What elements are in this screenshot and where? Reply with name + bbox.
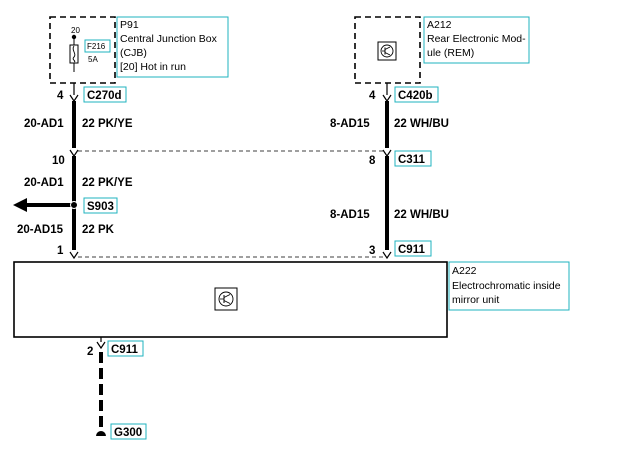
left-upper-spec: 22 PK/YE (82, 118, 133, 130)
a212-rear-electronic-module[interactable]: A212 Rear Electronic Mod- ule (REM) (354, 16, 530, 84)
a222-name-line2: mirror unit (452, 294, 499, 306)
splice-s903 (13, 198, 78, 212)
right-upper-spec: 22 WH/BU (394, 118, 449, 130)
right-wire (382, 83, 392, 260)
left-lower-circuit: 20-AD15 (17, 224, 64, 236)
p91-label-box (116, 16, 229, 78)
a222-label-box: A222 Electrochromatic inside mirror unit (448, 261, 570, 311)
c270d-connector-label: C270d (83, 86, 127, 103)
c311-left-pin: 10 (52, 155, 65, 167)
ground-wire (96, 337, 106, 428)
c270d-pin: 4 (57, 90, 64, 102)
a222-name-line1: Electrochromatic inside (452, 280, 561, 292)
transistor-icon (377, 41, 397, 61)
svg-text:C311: C311 (398, 154, 425, 166)
p91-name-line1: Central Junction Box (120, 33, 218, 45)
c311-connector-label: C311 (394, 150, 432, 167)
p91-name-line3: [20] Hot in run (120, 61, 186, 73)
c911-left-pin: 1 (57, 245, 64, 257)
c911-bottom-pin: 2 (87, 346, 93, 358)
g300-ground-label: G300 (110, 423, 147, 440)
right-lower-circuit: 8-AD15 (330, 209, 370, 221)
transistor-icon (214, 287, 238, 311)
svg-text:S903: S903 (87, 201, 114, 213)
right-upper-circuit: 8-AD15 (330, 118, 370, 130)
a212-name-line1: Rear Electronic Mod- (427, 33, 526, 45)
svg-text:C270d: C270d (87, 90, 122, 102)
p91-id: P91 (120, 19, 139, 31)
left-upper-circuit: 20-AD1 (24, 118, 64, 130)
p91-central-junction-box[interactable]: P91 Central Junction Box (CJB) [20] Hot … (49, 16, 229, 84)
left-middle-spec: 22 PK/YE (82, 177, 133, 189)
c420b-connector-label: C420b (394, 86, 439, 103)
a212-name-line2: ule (REM) (427, 47, 474, 59)
c911-right-pin: 3 (369, 245, 375, 257)
c911-bottom-connector-label: C911 (107, 340, 144, 357)
fuse-pin-label: 20 (71, 26, 80, 35)
a222-id: A222 (452, 265, 477, 277)
p91-name-line2: (CJB) (120, 47, 147, 59)
s903-splice-label: S903 (83, 197, 118, 214)
c420b-pin: 4 (369, 90, 376, 102)
fuse-rating: 5A (88, 55, 98, 64)
ground-icon (96, 431, 106, 436)
c911-connector-label: C911 (394, 240, 432, 257)
fuse-id-box (84, 39, 111, 53)
svg-text:G300: G300 (114, 427, 142, 439)
a212-id: A212 (427, 19, 452, 31)
svg-text:C911: C911 (111, 344, 138, 356)
left-middle-circuit: 20-AD1 (24, 177, 64, 189)
left-wire (69, 83, 79, 260)
svg-text:C420b: C420b (398, 90, 433, 102)
fuse-icon: 20 F216 5A (69, 26, 111, 72)
right-lower-spec: 22 WH/BU (394, 209, 449, 221)
c311-right-pin: 8 (369, 155, 376, 167)
a212-label-box (423, 16, 530, 64)
arrow-left-icon (13, 198, 27, 212)
svg-text:C911: C911 (398, 244, 425, 256)
fuse-id: F216 (87, 42, 106, 51)
left-lower-spec: 22 PK (82, 224, 115, 236)
